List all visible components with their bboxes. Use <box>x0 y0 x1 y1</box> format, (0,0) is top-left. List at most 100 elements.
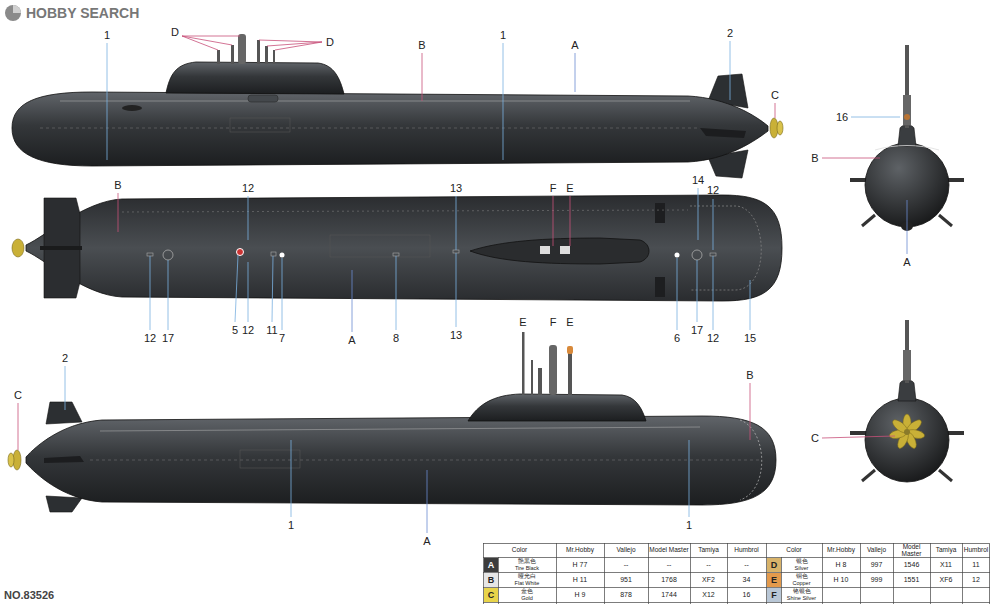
callout-label: F <box>541 181 565 195</box>
table-header: Mr.Hobby <box>557 544 603 557</box>
table-cell: 16 <box>728 588 765 601</box>
leader-line <box>427 470 428 533</box>
table-grid <box>484 544 990 604</box>
watermark: HOBBY SEARCH <box>26 4 176 22</box>
callout-label: 1 <box>279 518 303 532</box>
table-cell: Flat White <box>499 580 555 587</box>
callout-label: A <box>340 333 364 347</box>
submarine-bow-view <box>898 125 916 146</box>
table-header: Model Master <box>649 544 689 557</box>
leader-line <box>907 200 908 254</box>
leader-line <box>235 255 238 322</box>
leader-line <box>282 258 283 330</box>
callout-label: B <box>803 151 827 165</box>
submarine-side-view <box>230 118 290 132</box>
submarine-side-view <box>40 128 700 129</box>
color-swatch: E <box>767 573 781 587</box>
table-cell: H 11 <box>557 573 603 586</box>
submarine-plan-view <box>40 246 82 250</box>
submarine-side-view <box>273 50 275 64</box>
submarine-side-view <box>538 368 542 395</box>
callout-label: 15 <box>738 331 762 345</box>
table-cell: 951 <box>605 573 647 586</box>
submarine-plan-view <box>12 195 782 301</box>
submarine-bow-view <box>862 215 875 226</box>
submarine-side-view <box>777 121 783 135</box>
table-cell: H 77 <box>557 558 603 571</box>
submarine-plan-view <box>690 206 761 290</box>
callout-label: B <box>738 368 762 382</box>
leader-line <box>575 53 576 92</box>
leader-line <box>422 53 423 101</box>
submarine-stern-view <box>890 418 909 436</box>
leader-line <box>396 256 397 330</box>
table-header: Mr.Hobby <box>823 544 859 557</box>
callout-label: A <box>563 38 587 52</box>
submarine-bow-view <box>875 146 939 151</box>
callout-label: E <box>511 315 535 329</box>
submarine-side-view <box>468 394 646 421</box>
submarine-plan-view <box>147 253 153 256</box>
table-cell: XF2 <box>691 573 726 586</box>
submarine-side-view <box>531 360 533 395</box>
leader-line <box>150 256 151 330</box>
table-cell: H 8 <box>823 558 859 571</box>
submarine-plan-view <box>710 253 716 256</box>
submarine-stern-view <box>862 470 875 481</box>
table-cell: -- <box>605 558 647 571</box>
submarine-plan-view <box>560 246 570 254</box>
table-cell: Copper <box>782 580 821 587</box>
submarine-side-view <box>700 128 746 138</box>
table-cell: Shine Silver <box>782 595 821 602</box>
table-cell: 878 <box>605 588 647 601</box>
submarine-side-view <box>231 45 234 64</box>
leader-line <box>570 196 571 246</box>
leader-line <box>822 158 880 159</box>
callout-label: 12 <box>236 181 260 195</box>
callout-label: 12 <box>138 331 162 345</box>
leader-line <box>18 403 19 450</box>
submarine-plan-view <box>12 239 24 257</box>
leader-line <box>107 43 108 160</box>
table-cell: 34 <box>728 573 765 586</box>
submarine-bow-view <box>939 215 952 226</box>
submarine-side-view <box>8 332 776 512</box>
leader-line <box>689 440 690 517</box>
leader-line <box>118 193 119 232</box>
leader-line <box>259 40 322 50</box>
callout-label: 1 <box>677 518 701 532</box>
table-grid <box>483 558 990 603</box>
color-letter: A <box>488 560 495 571</box>
callout-label: B <box>106 178 130 192</box>
leader-line <box>352 270 353 332</box>
submarine-side-view <box>8 453 14 467</box>
color-letter: B <box>488 575 495 586</box>
table-header: Tamiya <box>691 544 726 557</box>
submarine-side-view <box>217 50 220 64</box>
table-cell: 1551 <box>894 573 929 586</box>
table-cell: X12 <box>691 588 726 601</box>
callout-label: A <box>415 534 439 548</box>
submarine-bow-view <box>903 95 911 125</box>
table-header: Tamiya <box>931 544 961 557</box>
callout-label: 1 <box>95 28 119 42</box>
submarine-side-view <box>26 416 776 505</box>
submarine-plan-view <box>26 195 782 301</box>
table-header: Color <box>767 544 821 557</box>
leader-line <box>775 103 776 118</box>
leader-line <box>182 36 240 50</box>
leader-line <box>698 188 699 240</box>
table-cell: Gold <box>499 595 555 602</box>
callout-label: C <box>6 388 30 402</box>
color-letter: D <box>771 560 778 571</box>
submarine-plan-view <box>237 249 244 256</box>
table-cell: H 9 <box>557 588 603 601</box>
leader-line <box>750 280 751 330</box>
table-cell: 997 <box>861 558 892 571</box>
color-swatch: D <box>767 558 781 572</box>
callout-label: C <box>803 431 827 445</box>
table-cell: 哑光白 <box>499 573 555 580</box>
submarine-side-view <box>740 420 762 500</box>
